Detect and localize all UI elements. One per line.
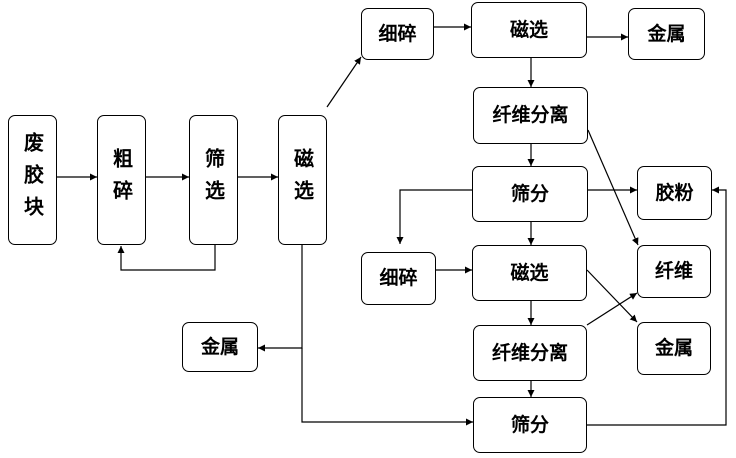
node-waste-rubber-block: 废胶块 <box>8 115 57 245</box>
node-fiber-separation-lower: 纤维分离 <box>473 325 587 381</box>
node-metal-lower: 金属 <box>637 322 711 375</box>
node-fine-crushing-upper: 细碎 <box>361 8 434 60</box>
node-fine-crushing-lower: 细碎 <box>361 252 436 305</box>
arrow-magnetic-to-fine-crush <box>326 56 362 108</box>
arrow-magnetic-to-bottom-sieve <box>301 348 473 426</box>
node-metal-left: 金属 <box>182 322 258 372</box>
arrow-fiber-separation-lower-to-fiber <box>586 292 638 326</box>
node-coarse-crushing: 粗碎 <box>97 115 146 245</box>
node-magnetic-separation-lower: 磁选 <box>472 245 587 301</box>
node-rubber-powder: 胶粉 <box>637 166 712 220</box>
node-magnetic-separation-upper: 磁选 <box>471 2 587 58</box>
node-fiber-separation-upper: 纤维分离 <box>473 87 588 144</box>
arrow-magnetic-to-left-metal <box>258 245 303 352</box>
arrow-bottom-sieve-to-powder <box>587 186 727 426</box>
node-magnetic-separation-main: 磁选 <box>278 115 327 245</box>
arrow-fiber-separation-to-fiber <box>587 129 639 246</box>
node-screening: 筛选 <box>189 115 238 245</box>
arrow-sieve-to-fine-crush-lower <box>396 189 472 244</box>
node-sieving-lower: 筛分 <box>473 397 587 453</box>
arrow-magnetic-lower-to-metal <box>586 269 638 323</box>
node-metal-upper: 金属 <box>628 8 705 60</box>
node-fiber: 纤维 <box>637 245 711 298</box>
node-sieving-upper: 筛分 <box>472 166 588 222</box>
arrow-screen-return-to-coarse <box>117 245 216 271</box>
